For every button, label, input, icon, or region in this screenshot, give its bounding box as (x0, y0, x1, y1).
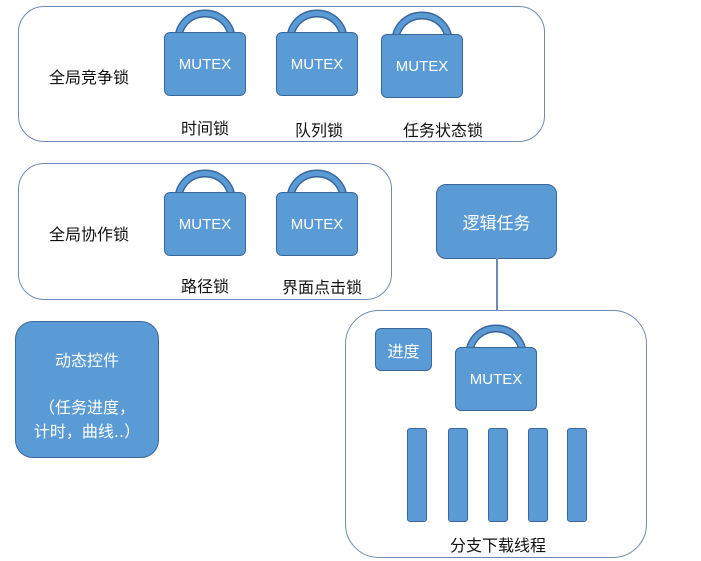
logic-task-label: 逻辑任务 (462, 214, 531, 234)
lock-shackle-icon (174, 169, 236, 203)
mutex-label: MUTEX (290, 55, 344, 73)
download-thread-bar (448, 428, 468, 522)
lock-shackle-icon (465, 324, 527, 358)
progress-label: 进度 (387, 341, 420, 361)
mutex-lock-queue: MUTEX (276, 8, 358, 96)
progress-box: 进度 (375, 328, 432, 371)
lock-caption-ui-click: 界面点击锁 (281, 278, 362, 297)
lock-body: MUTEX (276, 32, 358, 96)
mutex-label: MUTEX (395, 57, 449, 75)
logic-task-box: 逻辑任务 (436, 184, 557, 259)
lock-shackle-icon (174, 9, 236, 43)
lock-caption-time: 时间锁 (180, 119, 229, 138)
global-compete-lock-label: 全局竞争锁 (49, 68, 130, 87)
dynamic-widget-box: 动态控件 （任务进度， 计时，曲线..） (15, 321, 159, 458)
lock-body: MUTEX (164, 32, 246, 96)
dynamic-widget-line2: 计时，曲线..） (33, 422, 141, 441)
download-thread-bar (528, 428, 548, 522)
lock-caption-queue: 队列锁 (294, 121, 343, 140)
lock-shackle-icon (286, 169, 348, 203)
download-thread-bar (407, 428, 427, 522)
mutex-lock-task-state: MUTEX (381, 10, 463, 98)
mutex-lock-ui-click: MUTEX (276, 168, 358, 256)
lock-body: MUTEX (164, 192, 246, 256)
mutex-lock-path: MUTEX (164, 168, 246, 256)
download-thread-bar (488, 428, 508, 522)
mutex-label: MUTEX (469, 370, 523, 388)
lock-caption-task-state: 任务状态锁 (402, 121, 483, 140)
global-coop-lock-label: 全局协作锁 (49, 225, 130, 244)
lock-body: MUTEX (276, 192, 358, 256)
dynamic-widget-line1: （任务进度， (38, 398, 135, 417)
download-thread-caption: 分支下载线程 (449, 536, 546, 555)
lock-body: MUTEX (381, 34, 463, 98)
lock-shackle-icon (286, 9, 348, 43)
lock-shackle-icon (391, 11, 453, 45)
mutex-lock-time: MUTEX (164, 8, 246, 96)
mutex-label: MUTEX (178, 55, 232, 73)
connector-line (496, 258, 498, 328)
mutex-lock-download: MUTEX (455, 323, 537, 411)
mutex-label: MUTEX (290, 215, 344, 233)
download-thread-bar (567, 428, 587, 522)
lock-caption-path: 路径锁 (180, 277, 229, 296)
mutex-label: MUTEX (178, 215, 232, 233)
lock-body: MUTEX (455, 347, 537, 411)
dynamic-widget-title: 动态控件 (54, 351, 119, 370)
